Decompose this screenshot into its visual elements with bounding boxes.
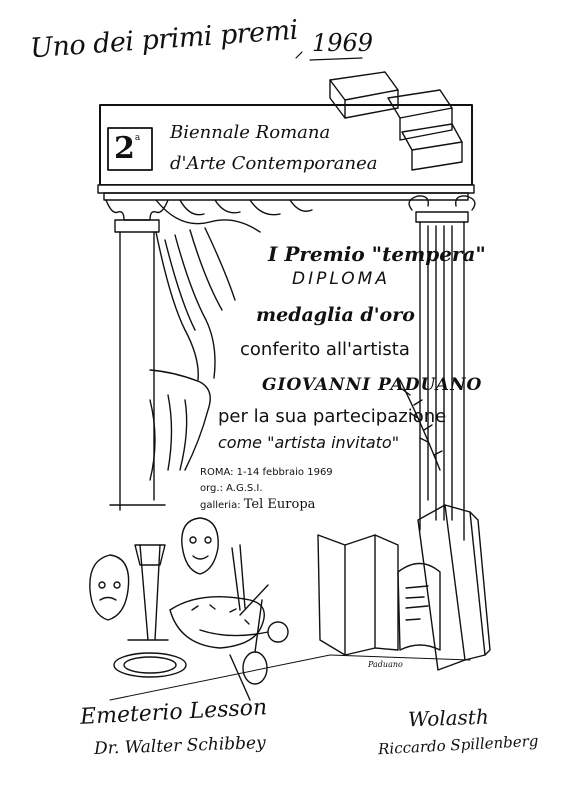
palette-and-brushes <box>169 544 269 649</box>
illustration-signature: Paduano <box>368 660 403 669</box>
banner-ordinal-suffix: a <box>134 133 141 143</box>
gallery-name: Tel Europa <box>243 497 316 512</box>
place-date: ROMA: 1-14 febbraio 1969 <box>200 467 333 478</box>
curtain <box>149 199 313 481</box>
participation-text: per la sua partecipazione <box>218 406 447 427</box>
right-column <box>408 195 476 541</box>
signature-right-top: Wolasth <box>407 704 490 732</box>
artist-name: GIOVANNI PADUANO <box>262 375 483 395</box>
medal-text: medaglia d'oro <box>256 304 415 326</box>
stacked-boxes <box>329 71 463 171</box>
ball <box>267 621 289 643</box>
diploma-heading: DIPLOMA <box>292 269 390 289</box>
scroll <box>397 562 441 651</box>
gallery-prefix: galleria: <box>200 500 241 511</box>
handwritten-year: 1969 <box>312 29 374 57</box>
conferred-text: conferito all'artista <box>240 339 410 360</box>
banner-line-2: d'Arte Contemporanea <box>170 153 378 174</box>
lute <box>229 599 268 701</box>
easel <box>127 544 169 641</box>
organizer: org.: A.G.S.I. <box>200 483 263 494</box>
banner-ordinal-number: 2 <box>114 131 135 166</box>
banner-ordinal: 2a <box>114 134 140 164</box>
banner-line-1: Biennale Romana <box>170 122 331 143</box>
folding-screen <box>317 534 399 656</box>
wheel <box>113 652 187 678</box>
theatre-masks <box>89 517 219 621</box>
prize-title: I Premio "tempera" <box>268 242 486 266</box>
laurel-branch <box>399 379 443 471</box>
invited-text: come "artista invitato" <box>218 433 400 452</box>
gallery: galleria: Tel Europa <box>200 498 315 511</box>
